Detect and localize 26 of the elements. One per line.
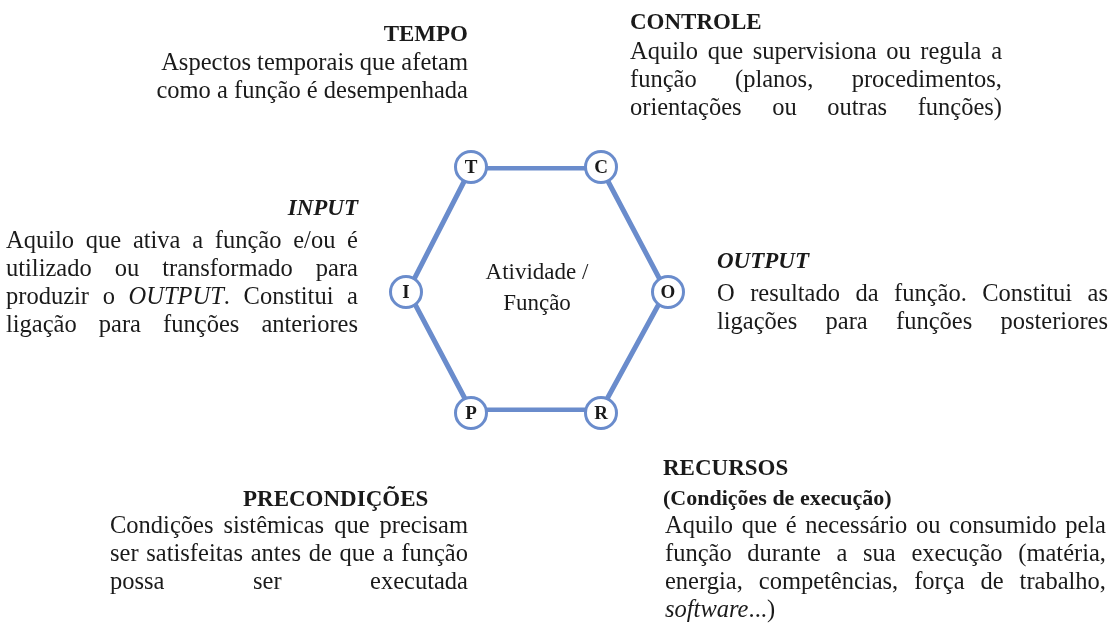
- aspect-circle: [651, 275, 685, 309]
- description: Aspectos temporais que afetam como a função é desempenhada: [155, 48, 468, 104]
- heading: OUTPUT: [717, 247, 811, 275]
- aspect-circle: [454, 150, 488, 184]
- subheading: (Condições de execução): [663, 484, 893, 512]
- description: O resultado da função. Constitui as ligações para funções posteriores: [717, 279, 1108, 335]
- description: Condições sistêmicas que precisam ser satisfeitas antes de que a função possa ser executada: [110, 511, 468, 595]
- description: Aquilo que supervisiona ou regula a função (planos, procedimentos, orientações ou outras funções): [630, 37, 1002, 121]
- aspect-letter: C: [594, 157, 608, 177]
- heading: TEMPO: [382, 20, 468, 48]
- heading: RECURSOS: [663, 454, 790, 482]
- aspect-letter: R: [594, 403, 608, 423]
- heading: CONTROLE: [630, 8, 763, 36]
- aspect-letter: O: [660, 282, 676, 302]
- aspect-circle: [584, 150, 618, 184]
- heading: INPUT: [286, 194, 358, 222]
- aspect-circle: [584, 396, 618, 430]
- node-label: Atividade / Função: [484, 258, 590, 317]
- aspect-letter: T: [464, 157, 478, 177]
- aspect-circle: [454, 396, 488, 430]
- aspect-letter: P: [465, 403, 477, 423]
- aspect-circle: [389, 275, 423, 309]
- heading: PRECONDIÇÕES: [243, 485, 430, 513]
- aspect-letter: I: [402, 282, 410, 302]
- description: Aquilo que ativa a função e/ou é utilizado ou transformado para produzir o OUTPUT. Constitui a ligação para funções anteriores: [6, 226, 358, 338]
- description: Aquilo que é necessário ou consumido pela função durante a sua execução (matéria, energia, competências, força de trabalho, software...): [665, 511, 1106, 623]
